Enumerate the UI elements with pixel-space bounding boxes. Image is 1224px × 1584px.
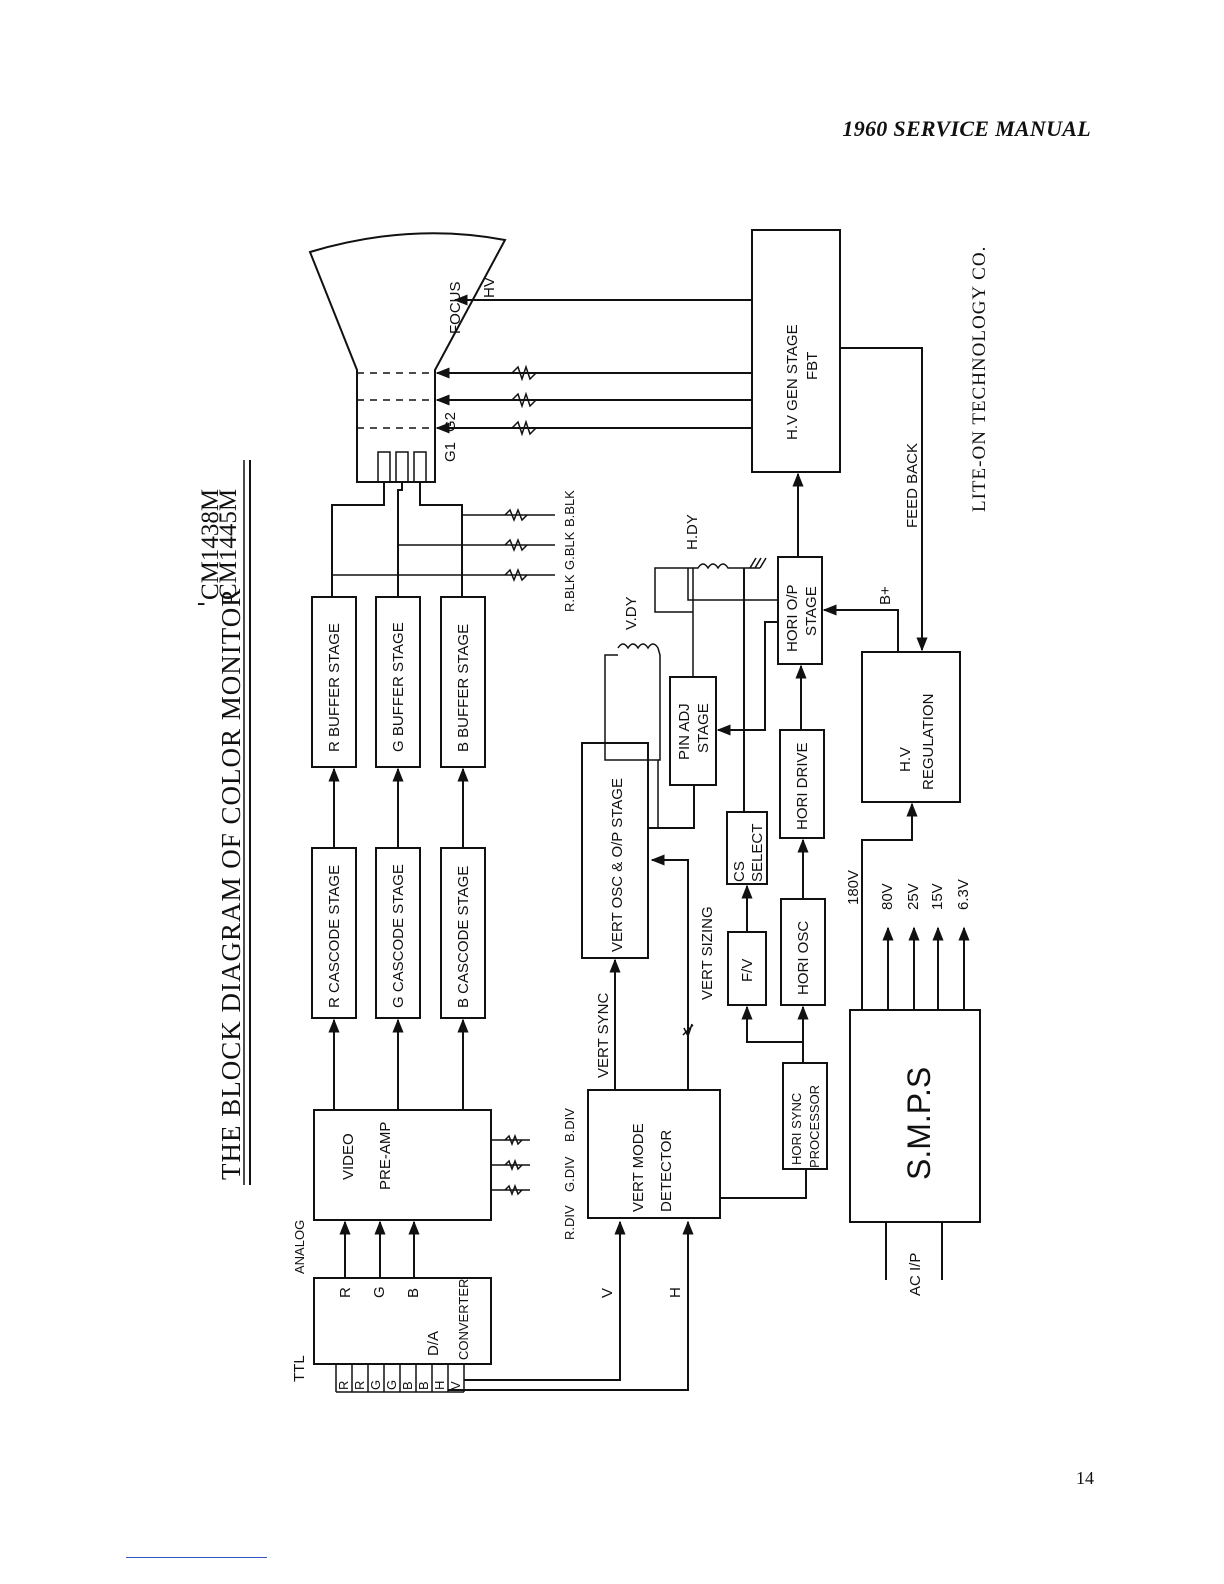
b-blk-label: B.BLK [562, 490, 577, 527]
hv-regulation-block [861, 651, 961, 803]
svg-text:V: V [448, 1381, 463, 1390]
r-cascode-block [311, 847, 357, 1019]
analog-label: ANALOG [292, 1220, 307, 1274]
svg-text:B: B [400, 1381, 415, 1390]
svg-text:VERT OSC & O/P STAGE: VERT OSC & O/P STAGE [609, 778, 626, 952]
feed-back-label: FEED BACK [904, 443, 921, 528]
svg-text:CS: CS [731, 861, 748, 882]
svg-text:B: B [405, 1288, 422, 1298]
r-blk-label: R.BLK [562, 574, 577, 612]
svg-text:B BUFFER STAGE: B BUFFER STAGE [455, 624, 472, 752]
svg-text:STAGE: STAGE [695, 703, 712, 753]
svg-text:HORI DRIVE: HORI DRIVE [794, 742, 811, 830]
r-div-label: R.DIV [562, 1205, 577, 1240]
vert-osc-block [581, 742, 649, 959]
svg-text:CONVERTER: CONVERTER [456, 1279, 471, 1360]
r-buffer-block [311, 596, 357, 768]
svg-text:B CASCODE STAGE: B CASCODE STAGE [455, 866, 472, 1008]
volt-6-3v: 6.3V [955, 879, 972, 910]
svg-text:HORI OSC: HORI OSC [795, 921, 812, 995]
svg-text:FBT: FBT [804, 352, 821, 380]
svg-text:B: B [416, 1381, 431, 1390]
page-number: 14 [1076, 1468, 1094, 1488]
svg-text:-: - [197, 589, 205, 616]
v-dy-label: V.DY [623, 596, 640, 630]
company-name: LITE-ON TECHNOLOGY CO. [969, 246, 990, 512]
svg-text:D/A: D/A [425, 1331, 442, 1356]
hori-op-block [777, 556, 823, 665]
hori-drive-block [779, 729, 825, 839]
b-plus-label: B+ [877, 586, 894, 605]
g1-label: G1 [442, 442, 459, 462]
svg-text:PIN ADJ: PIN ADJ [676, 703, 693, 760]
ttl-label: TTL [291, 1355, 308, 1382]
svg-text:PRE-AMP: PRE-AMP [377, 1122, 394, 1190]
svg-text:G: G [371, 1286, 388, 1298]
video-preamp-block [313, 1109, 492, 1221]
volt-15v: 15V [929, 883, 946, 910]
b-div-label: B.DIV [562, 1108, 577, 1142]
crt-tube [308, 232, 507, 483]
g-div-label: G.DIV [562, 1156, 577, 1192]
v-label: V [599, 1288, 616, 1298]
h-label: H [667, 1287, 684, 1298]
svg-text:R BUFFER STAGE: R BUFFER STAGE [326, 623, 343, 752]
svg-text:G: G [384, 1380, 399, 1390]
h-dy-label: H.DY [684, 514, 701, 550]
svg-text:R: R [352, 1381, 367, 1390]
da-converter-block [313, 1277, 492, 1365]
vert-sync-label: VERT SYNC [595, 993, 612, 1078]
smps-block [849, 1009, 981, 1223]
svg-text:R CASCODE STAGE: R CASCODE STAGE [326, 865, 343, 1008]
volt-25v: 25V [905, 883, 922, 910]
ttl-inputs [335, 1364, 465, 1393]
svg-text:VIDEO: VIDEO [340, 1133, 357, 1180]
svg-text:SELECT: SELECT [749, 824, 766, 882]
page-header: 1960 SERVICE MANUAL [842, 116, 1091, 141]
model-cm1445m: CM1445M [215, 489, 242, 600]
svg-text:REGULATION: REGULATION [920, 694, 937, 790]
svg-text:S.M.P.S: S.M.P.S [901, 1067, 937, 1180]
svg-text:G CASCODE STAGE: G CASCODE STAGE [390, 864, 407, 1008]
vert-sizing-label: VERT SIZING [699, 906, 716, 1000]
volt-180v: 180V [845, 870, 862, 905]
b-cascode-block [440, 847, 486, 1019]
cs-select-block [726, 811, 768, 885]
svg-text:G: G [368, 1380, 383, 1390]
g-blk-label: G.BLK [562, 531, 577, 570]
hv-label: HV [481, 277, 498, 298]
vert-mode-detector-block [587, 1089, 721, 1219]
svg-text:VERT MODE: VERT MODE [630, 1123, 647, 1212]
svg-text:STAGE: STAGE [803, 586, 820, 636]
svg-text:PROCESSOR: PROCESSOR [807, 1085, 822, 1168]
model-cm1438m: CM1438M [197, 489, 224, 600]
diagram-title: THE BLOCK DIAGRAM OF COLOR MONITOR [216, 588, 246, 1180]
hv-gen-stage-block [751, 229, 841, 473]
svg-text:R: R [336, 1381, 351, 1390]
hori-sync-processor-block [782, 1062, 828, 1170]
svg-text:H: H [432, 1381, 447, 1390]
volt-80v: 80V [879, 883, 896, 910]
svg-text:F/V: F/V [739, 959, 756, 982]
svg-text:HORI SYNC: HORI SYNC [789, 1093, 804, 1165]
b-buffer-block [440, 596, 486, 768]
svg-text:H.V GEN STAGE: H.V GEN STAGE [784, 324, 801, 440]
svg-text:G BUFFER STAGE: G BUFFER STAGE [390, 622, 407, 752]
focus-label: FOCUS [447, 282, 464, 335]
footer-rule [126, 1557, 267, 1558]
svg-text:DETECTOR: DETECTOR [658, 1130, 675, 1212]
g-cascode-block [375, 847, 421, 1019]
svg-text:R: R [337, 1287, 354, 1298]
svg-text:H.V: H.V [897, 747, 914, 772]
fv-block [727, 931, 767, 1006]
ac-ip-label: AC I/P [907, 1253, 924, 1296]
g-buffer-block [375, 596, 421, 768]
svg-text:HORI O/P: HORI O/P [784, 584, 801, 652]
